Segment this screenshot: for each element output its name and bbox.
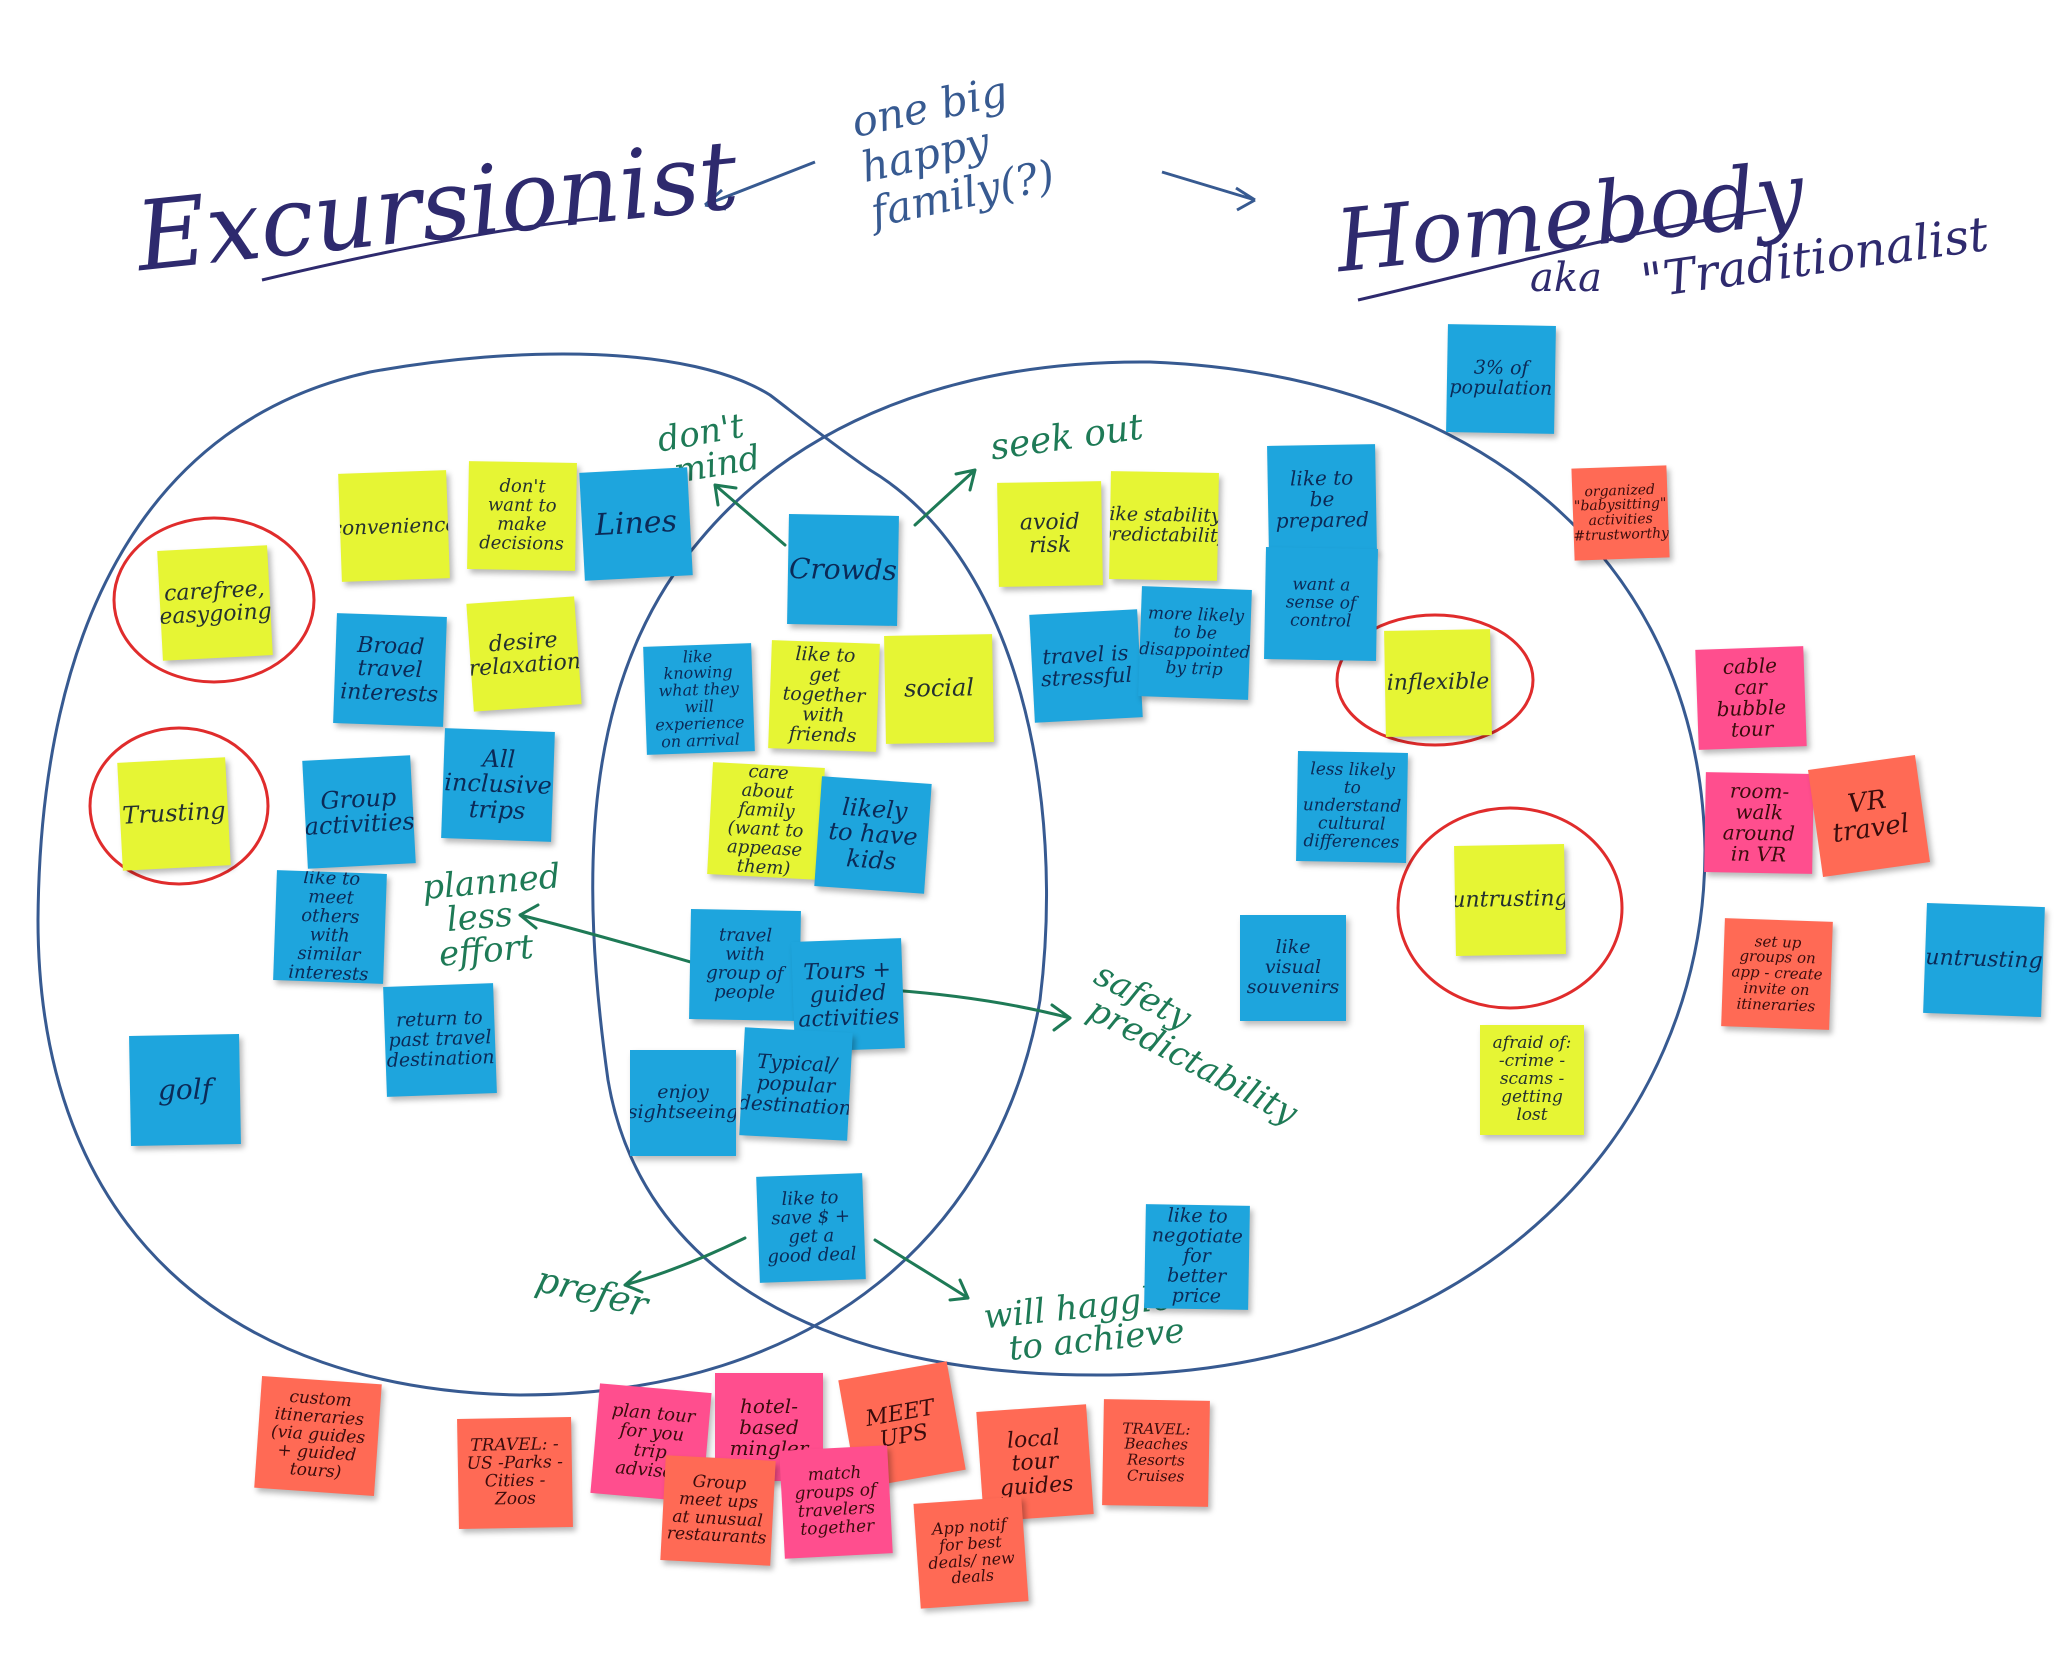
sticky-note-travel-beaches: TRAVEL: Beaches Resorts Cruises [1102, 1399, 1210, 1507]
sticky-note-like-stability: like stability, predictability [1109, 471, 1219, 581]
sticky-note-3-percent-population: 3% of population [1446, 324, 1556, 434]
sticky-note-untrusting-yellow: untrusting [1454, 844, 1566, 956]
sticky-note-set-up-groups: set up groups on app - create invite on … [1721, 918, 1833, 1030]
sticky-note-like-to-be-prepared: like to be prepared [1267, 444, 1377, 554]
red-circle-carefree [112, 516, 316, 684]
red-circle-untrusting [1396, 806, 1624, 1010]
sticky-note-more-likely-disappointed: more likely to be disappointed by trip [1138, 586, 1252, 700]
sticky-note-like-knowing: like knowing what they will experience o… [643, 643, 755, 755]
venn-left-circle [36, 352, 1048, 1397]
red-circle-inflexible [1335, 613, 1535, 747]
sticky-note-match-groups: match groups of travelers together [779, 1445, 893, 1559]
sticky-note-avoid-risk: avoid risk [997, 481, 1103, 587]
sticky-note-meet-others: like to meet others with similar interes… [273, 870, 387, 984]
sticky-note-dont-want-decisions: don't want to make decisions [467, 461, 577, 571]
sticky-note-trusting: Trusting [117, 757, 231, 871]
red-circle-trusting [88, 726, 270, 886]
title-aka: aka [1530, 255, 1602, 301]
sticky-note-afraid-of: afraid of: -crime -scams -getting lost [1480, 1025, 1584, 1135]
sticky-note-custom-itineraries: custom itineraries (via guides + guided … [254, 1375, 382, 1497]
sticky-note-typical-popular-destination: Typical/ popular destination [739, 1027, 853, 1141]
sticky-note-group-activities: Group activities [302, 755, 416, 869]
sticky-note-untrusting-blue: untrusting [1923, 902, 2045, 1018]
sticky-note-less-likely-cultural: less likely to understand cultural diffe… [1296, 751, 1408, 863]
sticky-note-enjoy-sightseeing: enjoy sightseeing [630, 1050, 736, 1156]
sticky-note-convenience: convenience [338, 470, 450, 582]
sticky-note-sense-of-control: want a sense of control [1264, 547, 1378, 661]
sticky-note-like-to-save: like to save $ + get a good deal [756, 1173, 866, 1283]
sticky-note-negotiate-price: like to negotiate for better price [1144, 1204, 1250, 1310]
sticky-note-get-together-friends: like to get together with friends [768, 640, 880, 752]
arrow-tours-safety [888, 988, 1072, 1032]
sticky-note-desire-relaxation: desire relaxation [466, 596, 582, 712]
arrow-save-prefer [623, 1236, 747, 1294]
excursionist-underline [261, 216, 599, 282]
sticky-note-group-meet-ups: Group meet ups at unusual restaurants [660, 1455, 776, 1566]
sticky-note-all-inclusive-trips: All inclusive trips [441, 728, 555, 842]
sticky-note-lines: Lines [579, 467, 693, 581]
sticky-note-cable-car-bubble-tour: cable car bubble tour [1695, 646, 1807, 750]
sticky-note-broad-travel-interests: Broad travel interests [333, 613, 447, 727]
arrow-crowds-dont-mind [713, 483, 787, 547]
venn-right-circle [591, 360, 1707, 1377]
annotation-planned-less-effort: planned less effort [420, 856, 563, 976]
sticky-note-travel-us-parks: TRAVEL: -US -Parks -Cities -Zoos [457, 1417, 573, 1529]
sticky-note-app-notif-deals: App notif for best deals/ new deals [913, 1496, 1029, 1609]
arrow-to-excursionist [704, 160, 816, 211]
sticky-note-carefree: carefree, easygoing [157, 545, 273, 661]
arrow-save-haggle [873, 1238, 970, 1302]
sticky-note-room-walk-vr: room-walk around in VR [1704, 772, 1814, 874]
sticky-note-travel-with-group: travel with group of people [689, 909, 801, 1021]
homebody-underline [1357, 208, 1767, 302]
sticky-note-social: social [884, 634, 994, 744]
arrow-to-homebody [1161, 170, 1256, 212]
sticky-note-organized-babysitting: organized "babysitting" activities #trus… [1571, 465, 1670, 561]
sticky-note-crowds: Crowds [787, 514, 899, 626]
sticky-note-visual-souvenirs: like visual souvenirs [1240, 915, 1346, 1021]
sticky-note-inflexible: inflexible [1384, 629, 1492, 737]
sticky-note-return-past-destination: return to past travel destination [383, 983, 497, 1097]
sticky-note-travel-is-stressful: travel is stressful [1029, 609, 1143, 723]
sticky-note-vr-travel: VR travel [1808, 755, 1930, 877]
sticky-note-golf: golf [129, 1034, 241, 1146]
sticky-note-care-about-family: care about family (want to appease them) [707, 762, 825, 880]
arrow-crowds-seek-out [913, 468, 977, 527]
sticky-note-likely-to-have-kids: likely to have kids [814, 776, 932, 894]
